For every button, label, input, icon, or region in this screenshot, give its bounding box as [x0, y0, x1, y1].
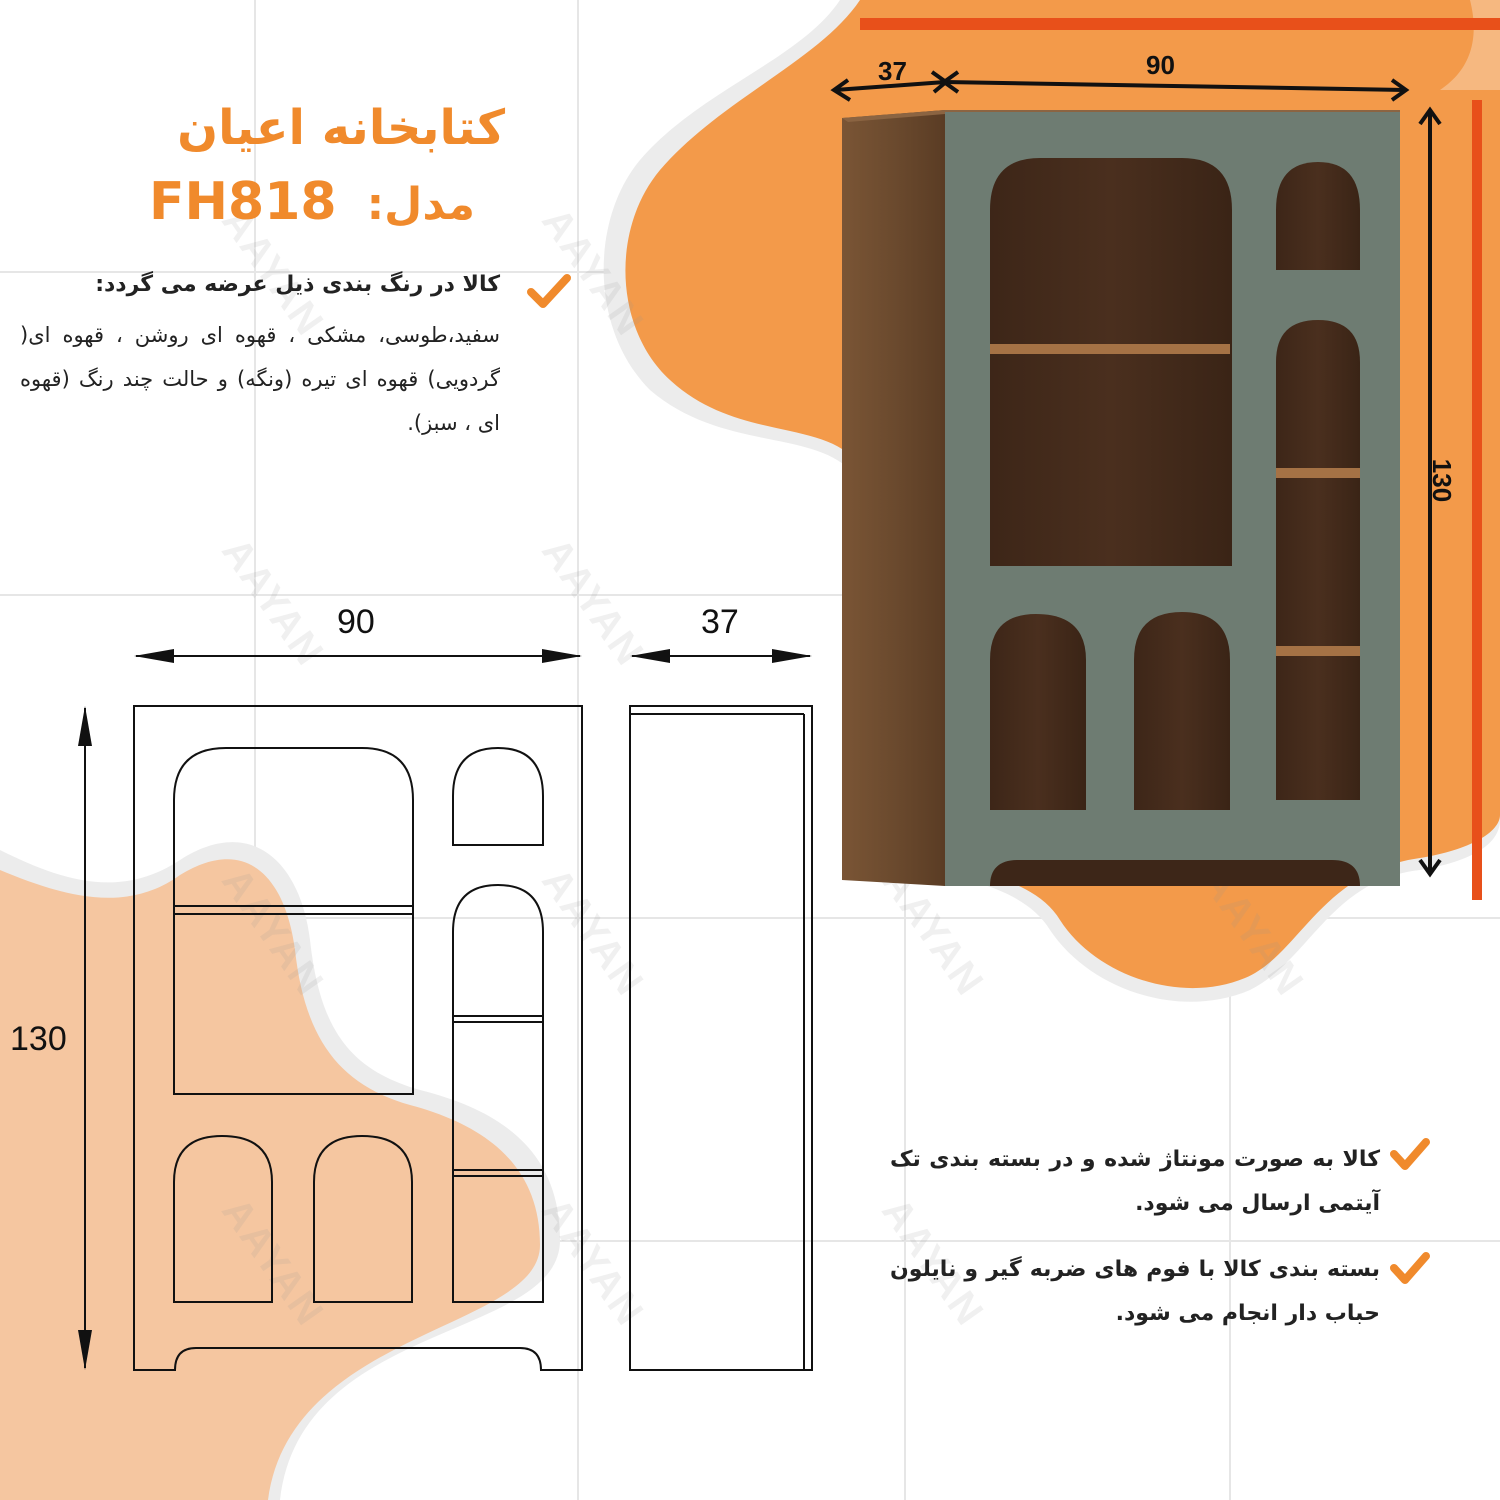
cabinet-opening: [1134, 612, 1230, 810]
cabinet-opening: [1276, 162, 1360, 270]
shipping-note: کالا به صورت مونتاژ شده و در بسته بندی ت…: [890, 1147, 1380, 1216]
drawing-opening: [173, 747, 414, 1095]
drawing-opening: [313, 1134, 413, 1303]
drawing-opening: [173, 1134, 273, 1303]
shipping-notes: کالا به صورت مونتاژ شده و در بسته بندی ت…: [890, 1138, 1380, 1358]
checkmark-icon: [1390, 1252, 1430, 1284]
drawing-opening: [452, 883, 544, 1303]
packaging-note: بسته بندی کالا با فوم های ضربه گیر و نای…: [890, 1257, 1380, 1326]
color-options-text: سفید،طوسی، مشکی ، قهوه ای روشن ، قهوه ای…: [20, 323, 500, 435]
model-line: مدل: FH818: [149, 172, 475, 232]
cabinet-opening: [990, 614, 1086, 810]
drawing-side-outline: [629, 705, 813, 1371]
dimension-arrows: [830, 70, 1442, 878]
drawing-depth-label: 37: [701, 603, 739, 641]
drawing-front-outline: [133, 705, 583, 1371]
cabinet-opening: [1276, 320, 1360, 800]
photo-depth-label: 37: [878, 56, 907, 86]
drawing-height-label: 130: [10, 1020, 67, 1058]
checkmark-icon: [1390, 1138, 1430, 1170]
drawing-opening: [452, 746, 544, 846]
photo-width-label: 90: [1146, 50, 1175, 80]
color-options: کالا در رنگ بندی ذیل عرضه می گردد: سفید،…: [20, 272, 500, 445]
model-code: FH818: [148, 172, 337, 232]
cabinet-opening: [990, 158, 1232, 566]
cabinet-side-panel: [842, 110, 945, 886]
color-options-heading: کالا در رنگ بندی ذیل عرضه می گردد:: [95, 272, 500, 297]
product-title: کتابخانه اعیان: [177, 100, 505, 156]
drawing-width-label: 90: [337, 603, 375, 641]
model-label: مدل:: [366, 179, 475, 230]
checkmark-icon: [527, 274, 571, 308]
